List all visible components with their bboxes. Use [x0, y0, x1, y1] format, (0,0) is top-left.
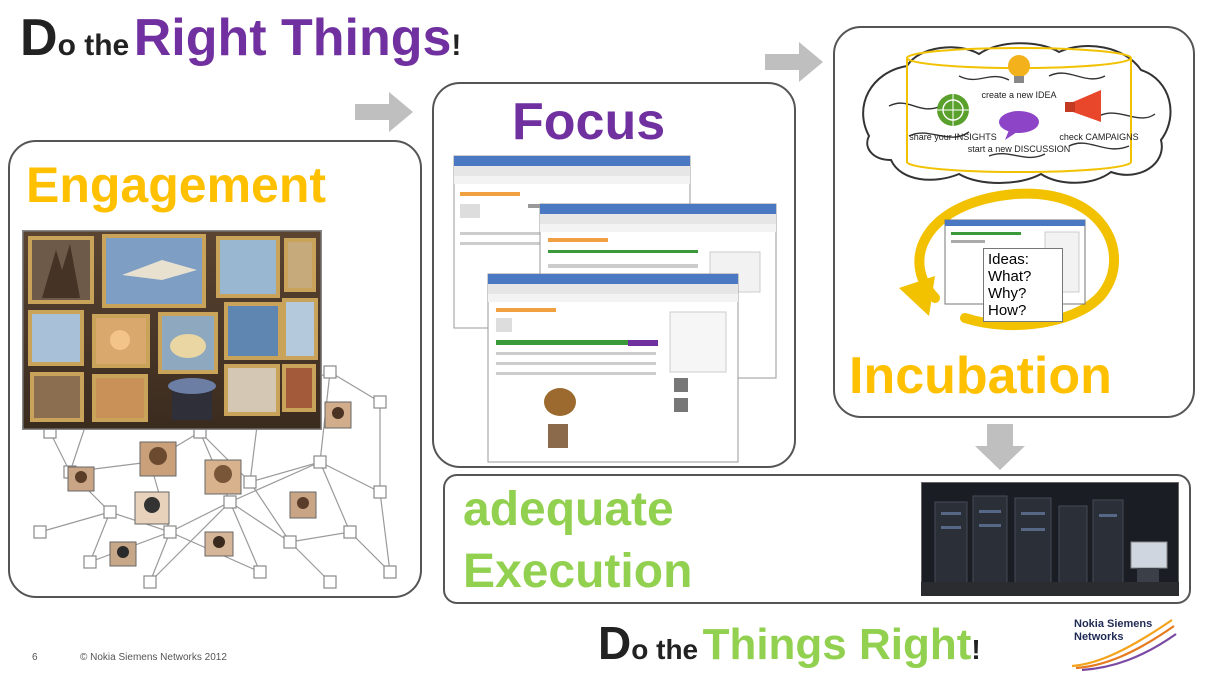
bottom-heading-bang: !: [971, 634, 981, 665]
incubation-card-line-2: What?: [988, 268, 1032, 285]
top-heading-lead: o the: [57, 29, 130, 62]
svg-text:share your INSIGHTS: share your INSIGHTS: [909, 132, 997, 142]
incubation-card-line-3: Why?: [988, 285, 1027, 302]
focus-panel: Focus: [432, 82, 796, 468]
browser-screenshots: [453, 155, 777, 463]
bottom-heading: Do the Things Right!: [598, 620, 981, 667]
brain-discussion-label: start a new DISCUSSION: [968, 144, 1071, 154]
incubation-card-text: Ideas: What? Why? How?: [983, 248, 1063, 322]
incubation-label: Incubation: [849, 347, 1112, 405]
incubation-card-line-4: How?: [988, 302, 1027, 319]
svg-text:check CAMPAIGNS: check CAMPAIGNS: [1059, 132, 1138, 142]
engagement-panel: Engagement: [8, 140, 422, 598]
svg-text:start a new DISCUSSION: start a new DISCUSSION: [968, 144, 1071, 154]
people-network-graph: [33, 365, 397, 589]
top-heading: Do the Right Things!: [20, 12, 461, 64]
arrow-to-execution: [975, 424, 1025, 470]
focus-label: Focus: [512, 93, 666, 151]
page-number: 6: [32, 652, 38, 663]
execution-label-line2: Execution: [463, 545, 693, 598]
brain-illustration: create a new IDEA share your INSIGHTS st…: [862, 42, 1172, 184]
bottom-heading-lead: o the: [631, 634, 699, 665]
brain-idea-label: create a new IDEA: [981, 90, 1056, 100]
browser-window-front: [487, 273, 739, 463]
svg-text:create a new IDEA: create a new IDEA: [981, 90, 1056, 100]
top-heading-initial: D: [20, 9, 58, 67]
incubation-panel: create a new IDEA share your INSIGHTS st…: [833, 26, 1195, 418]
logo-swoosh-icon: [1071, 619, 1177, 672]
execution-panel: adequate Execution: [443, 474, 1191, 604]
company-logo: Nokia Siemens Networks: [1068, 614, 1178, 672]
execution-label-line1: adequate: [463, 483, 674, 536]
logo-text-line1: Nokia Siemens: [1074, 618, 1153, 630]
bottom-heading-emphasis: Things Right: [702, 620, 972, 669]
top-heading-emphasis: Right Things: [133, 9, 452, 67]
arrow-to-focus: [355, 92, 413, 132]
engagement-label: Engagement: [26, 157, 327, 213]
copyright-notice: © Nokia Siemens Networks 2012: [80, 652, 227, 663]
brain-campaigns-label: check CAMPAIGNS: [1059, 132, 1138, 142]
art-gallery-photo: [22, 230, 322, 430]
server-room-photo: [921, 482, 1179, 596]
bottom-heading-initial: D: [598, 617, 632, 669]
top-heading-bang: !: [451, 29, 462, 62]
incubation-card-line-1: Ideas:: [988, 251, 1029, 268]
logo-text-line2: Networks: [1074, 631, 1124, 643]
arrow-to-incubation: [765, 42, 823, 82]
brain-insights-label: share your INSIGHTS: [909, 132, 997, 142]
